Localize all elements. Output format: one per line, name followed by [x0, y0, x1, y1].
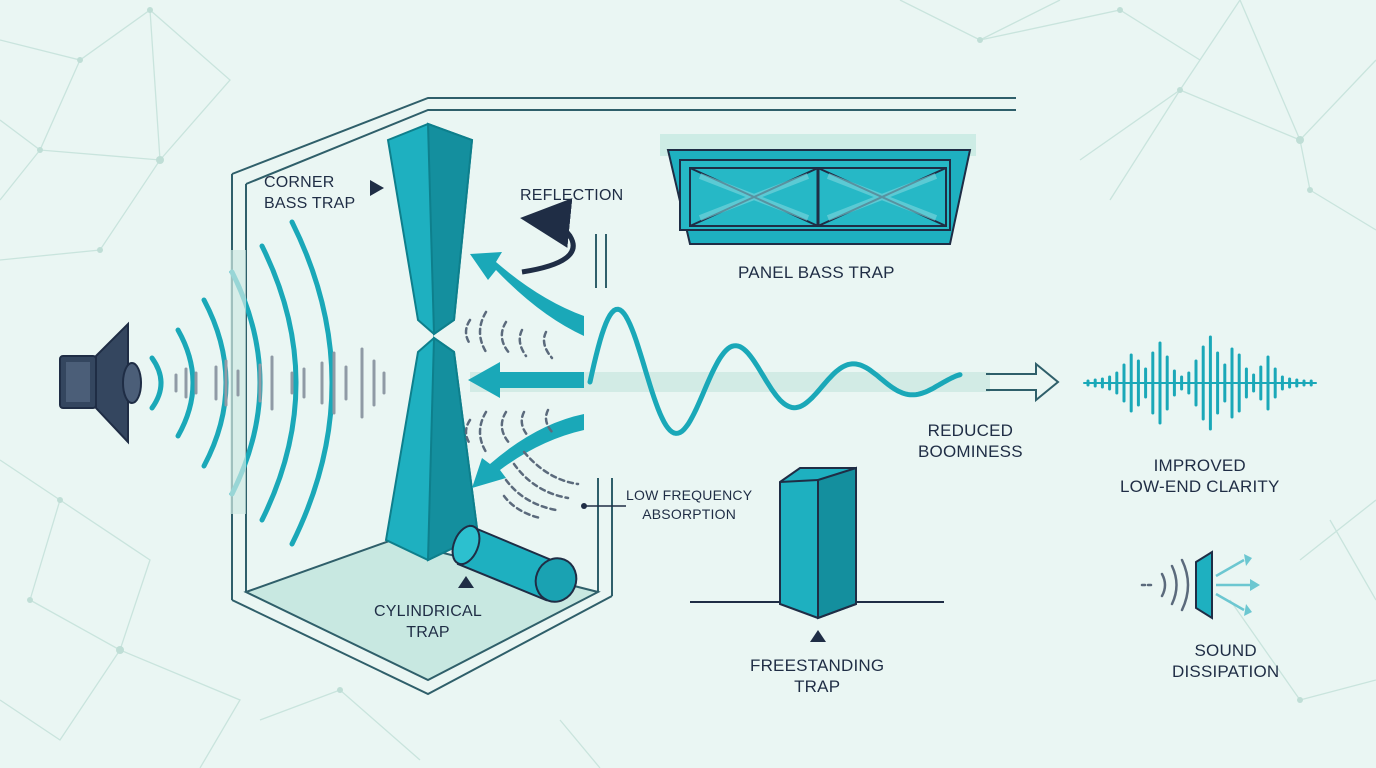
output-arrow — [986, 361, 1060, 403]
corner-bass-trap — [384, 122, 480, 562]
speaker-amplitude-ticks — [174, 347, 386, 419]
background-nodes — [27, 7, 1313, 703]
reflected-arrows — [468, 252, 584, 488]
sound-path-band — [470, 372, 990, 392]
low-frequency-pointer — [581, 503, 626, 509]
dissipation-arcs — [464, 310, 556, 454]
panel-bass-trap-label: PANEL BASS TRAP — [738, 263, 895, 282]
panel-bass-trap — [660, 134, 976, 245]
low-frequency-absorption-label: LOW FREQUENCY ABSORPTION — [626, 487, 753, 522]
label-pointers — [370, 180, 826, 642]
freestanding-trap-label: FREESTANDING TRAP — [750, 656, 885, 696]
sound-dissipation-icon — [1140, 550, 1260, 620]
decaying-wave — [587, 306, 963, 436]
cylindrical-trap-label: CYLINDRICAL TRAP — [374, 603, 483, 641]
corner-bass-trap-label: CORNER BASS TRAP — [264, 174, 356, 212]
reflection-arrow — [520, 198, 576, 275]
cylindrical-trap — [451, 524, 578, 603]
speaker-icon — [59, 321, 142, 445]
reduced-boominess-label: REDUCED BOOMINESS — [918, 421, 1023, 461]
reflection-label: REFLECTION — [520, 187, 624, 204]
absorption-arcs — [502, 450, 580, 520]
sound-dissipation-label: SOUND DISSIPATION — [1172, 641, 1280, 681]
freestanding-trap — [690, 466, 944, 620]
improved-low-end-label: IMPROVED LOW-END CLARITY — [1120, 456, 1280, 496]
improved-waveform — [1083, 335, 1317, 431]
floor-edge — [231, 595, 613, 696]
